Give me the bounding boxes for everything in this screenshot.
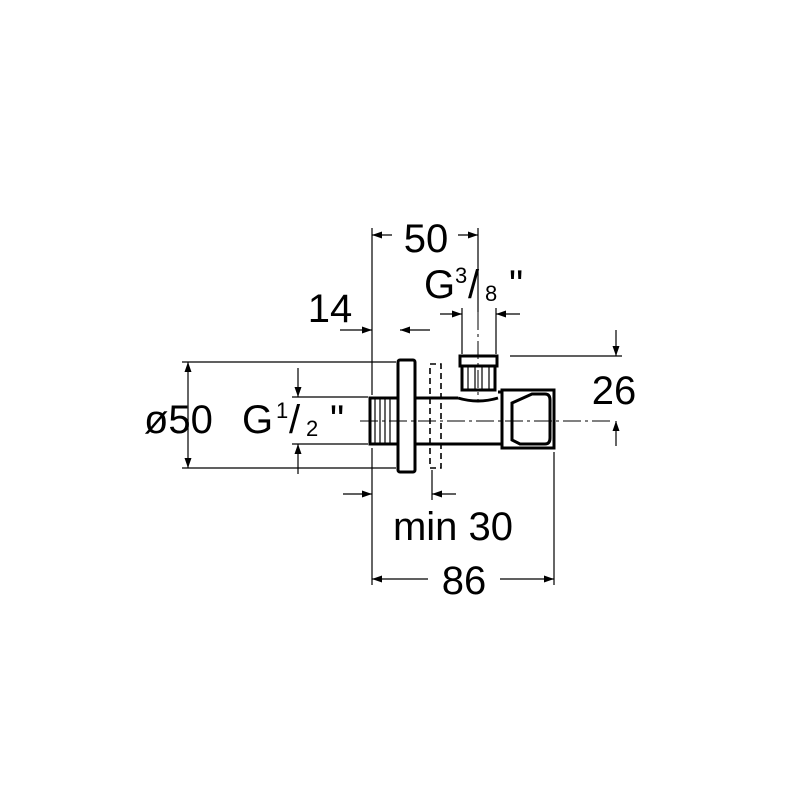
wall-flange bbox=[396, 358, 417, 474]
dim-min30-label: min 30 bbox=[393, 505, 513, 549]
center-lines bbox=[360, 312, 610, 422]
inlet-thread-inch-mark: " bbox=[330, 398, 344, 442]
valve-handle bbox=[500, 388, 556, 450]
inlet-thread-denominator: 2 bbox=[306, 416, 318, 441]
dim-86-label: 86 bbox=[442, 559, 487, 603]
dim-50-label: 50 bbox=[404, 217, 449, 261]
inlet-thread-prefix: G bbox=[242, 398, 273, 442]
svg-text:/: / bbox=[468, 263, 480, 307]
dimension-arrows bbox=[184, 231, 620, 583]
inlet-thread-numerator: 1 bbox=[276, 398, 288, 423]
rosette-diameter: ø50 bbox=[144, 398, 213, 442]
valve-body bbox=[368, 354, 556, 474]
outlet-thread-prefix: G bbox=[424, 263, 455, 307]
dim-14-label: 14 bbox=[308, 287, 353, 331]
outlet-thread-inch-mark: " bbox=[509, 263, 523, 307]
dim-rosette-label: ø50 G 1 / 2 " bbox=[144, 398, 344, 442]
main-body bbox=[415, 390, 502, 446]
extension-lines bbox=[182, 228, 622, 585]
svg-text:/: / bbox=[289, 398, 301, 442]
outlet-thread-denominator: 8 bbox=[485, 281, 497, 306]
wall-position-dashed bbox=[429, 363, 442, 469]
dim-outlet-thread-label: G 3 / 8 " bbox=[424, 263, 523, 307]
outlet-thread-numerator: 3 bbox=[455, 263, 467, 288]
dim-26-label: 26 bbox=[592, 369, 637, 413]
